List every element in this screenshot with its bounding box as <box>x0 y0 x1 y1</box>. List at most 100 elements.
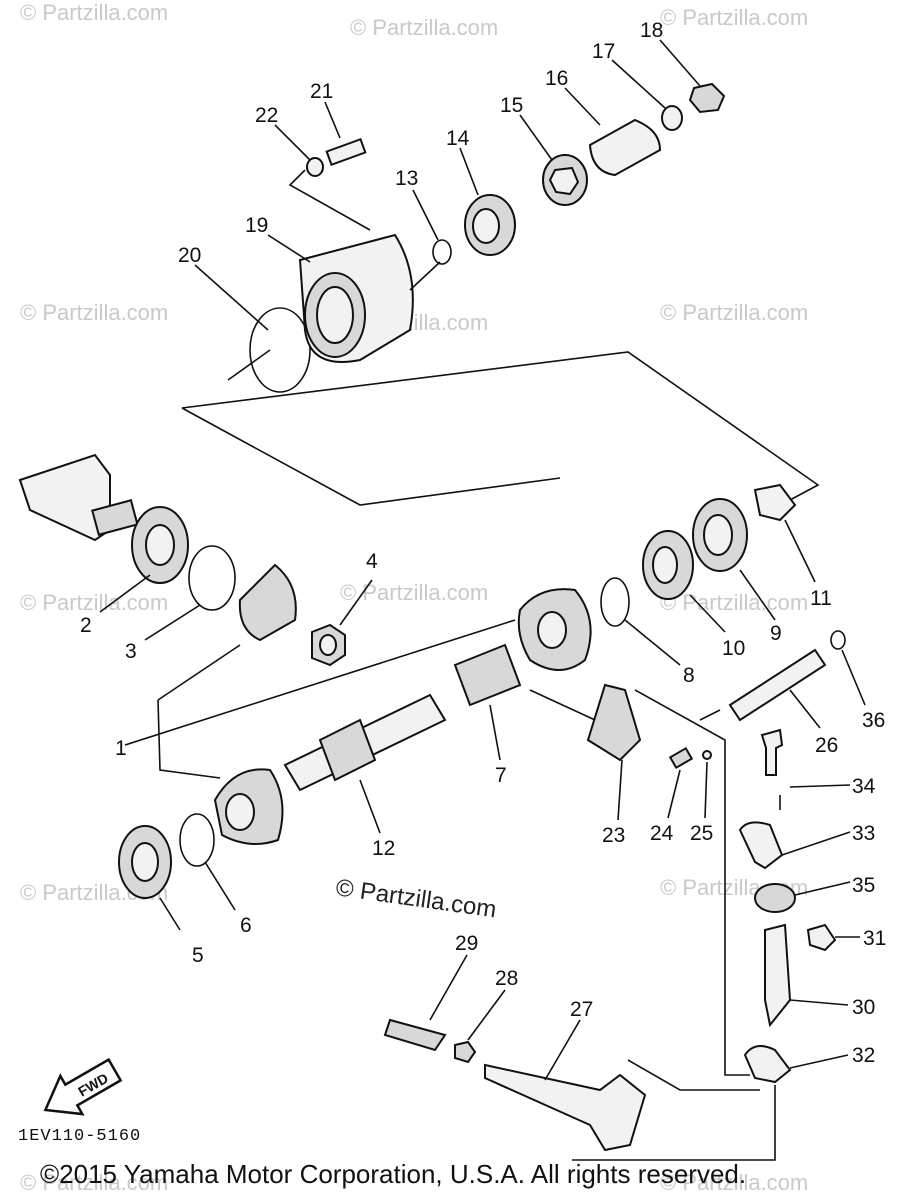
leader-20 <box>194 264 269 331</box>
shaft-26 <box>728 648 827 722</box>
leader-fork <box>529 689 596 721</box>
bevel-gear-1-hub <box>225 793 255 831</box>
callout-4: 4 <box>366 550 378 573</box>
bearing-2-race <box>145 524 175 566</box>
bearing-9-race <box>703 514 733 556</box>
dog-clutch-7 <box>453 643 522 707</box>
leader-13 <box>412 189 439 241</box>
callout-5: 5 <box>192 944 204 967</box>
leader-5 <box>159 897 181 931</box>
leader-9 <box>739 569 776 621</box>
diagram-code: 1EV110-5160 <box>18 1127 141 1146</box>
callout-33: 33 <box>852 822 875 845</box>
ring-3 <box>188 545 236 611</box>
yoke-16 <box>588 118 662 177</box>
leader-gear-pair <box>157 699 221 779</box>
housing-19-inner <box>316 286 354 344</box>
leader-8 <box>624 619 681 666</box>
leader-6 <box>204 861 236 911</box>
leader-fork-shaft <box>699 709 721 721</box>
copyright-notice: ©2015 Yamaha Motor Corporation, U.S.A. A… <box>40 1159 746 1189</box>
bolt-21 <box>325 137 367 167</box>
main-shaft-12-spline <box>318 718 377 782</box>
o-ring-20 <box>249 307 311 393</box>
leader-26 <box>789 689 821 729</box>
callout-13: 13 <box>395 167 418 190</box>
callout-29: 29 <box>455 932 478 955</box>
frame-line-lever <box>572 1085 776 1161</box>
callout-24: 24 <box>650 822 674 845</box>
nut-28 <box>454 1040 477 1064</box>
callout-22: 22 <box>255 104 278 127</box>
watermark: © Partzilla.com <box>340 580 488 605</box>
frame-line-top <box>181 351 820 501</box>
bolt-34 <box>760 728 784 776</box>
bearing-10-race <box>652 546 678 584</box>
ball-25 <box>702 750 712 760</box>
callout-26: 26 <box>815 734 838 757</box>
callout-14: 14 <box>446 127 470 150</box>
watermark: © Partzilla.com <box>20 300 168 325</box>
leader-15 <box>519 114 553 161</box>
callout-1: 1 <box>115 737 127 760</box>
leader-32 <box>789 1054 849 1069</box>
watermark: © Partzilla.com <box>20 0 168 25</box>
callout-32: 32 <box>852 1044 875 1067</box>
bearing-14-race <box>472 208 500 244</box>
leader-23 <box>617 759 623 821</box>
leader-11 <box>784 519 816 583</box>
shift-shaft-27 <box>484 1063 647 1152</box>
leader-bolt-housing <box>288 169 371 231</box>
callout-23: 23 <box>602 824 625 847</box>
watermark: © Partzilla.com <box>350 15 498 40</box>
leader-2 <box>99 574 151 613</box>
callout-21: 21 <box>310 80 333 103</box>
leader-12 <box>359 779 381 834</box>
leader-24 <box>667 769 681 819</box>
part-36 <box>830 630 846 650</box>
callout-27: 27 <box>570 998 593 1021</box>
callout-31: 31 <box>863 927 886 950</box>
callout-7: 7 <box>495 764 507 787</box>
callout-8: 8 <box>683 664 695 687</box>
callout-11: 11 <box>810 587 832 610</box>
leader-34 <box>789 784 851 788</box>
leader-14 <box>459 147 479 196</box>
fwd-arrow-shape <box>43 1057 123 1116</box>
spring-24 <box>668 746 694 770</box>
callout-15: 15 <box>500 94 523 117</box>
leader-7 <box>489 704 501 761</box>
arm-32 <box>743 1045 792 1084</box>
leader-washer-housing <box>409 261 441 291</box>
leader-27 <box>544 1019 581 1081</box>
leader-29 <box>429 954 468 1021</box>
shaft-30 <box>764 923 792 1028</box>
main-shaft-assembly <box>118 619 522 899</box>
leader-21 <box>324 101 341 139</box>
leader-10 <box>689 594 726 633</box>
callout-17: 17 <box>592 40 615 63</box>
drive-shaft-spline <box>91 499 139 536</box>
washer-22 <box>306 157 324 177</box>
watermark: © Partzilla.com <box>660 300 808 325</box>
bearing-5-race <box>131 842 159 882</box>
leader-gear-top <box>157 644 241 701</box>
frame-line-oring <box>227 349 271 381</box>
callout-6: 6 <box>240 914 252 937</box>
shim-6 <box>179 813 215 867</box>
callout-9: 9 <box>770 622 782 645</box>
lock-washer-11 <box>753 483 797 522</box>
bevel-gear-ring-hub <box>537 611 567 649</box>
washer-13 <box>432 239 452 265</box>
center-watermark: © Partzilla.com <box>334 874 498 923</box>
callout-18: 18 <box>640 19 663 42</box>
leader-19 <box>267 234 311 263</box>
watermark: © Partzilla.com <box>660 1170 808 1195</box>
shim-8 <box>600 577 630 627</box>
callout-labels: 1 2 3 4 5 6 7 8 9 10 11 12 13 14 15 16 1… <box>80 19 886 1067</box>
callout-12: 12 <box>372 837 395 860</box>
nut-18 <box>688 82 726 114</box>
fwd-arrow: FWD <box>43 1057 123 1116</box>
watermark: © Partzilla.com <box>660 590 808 615</box>
